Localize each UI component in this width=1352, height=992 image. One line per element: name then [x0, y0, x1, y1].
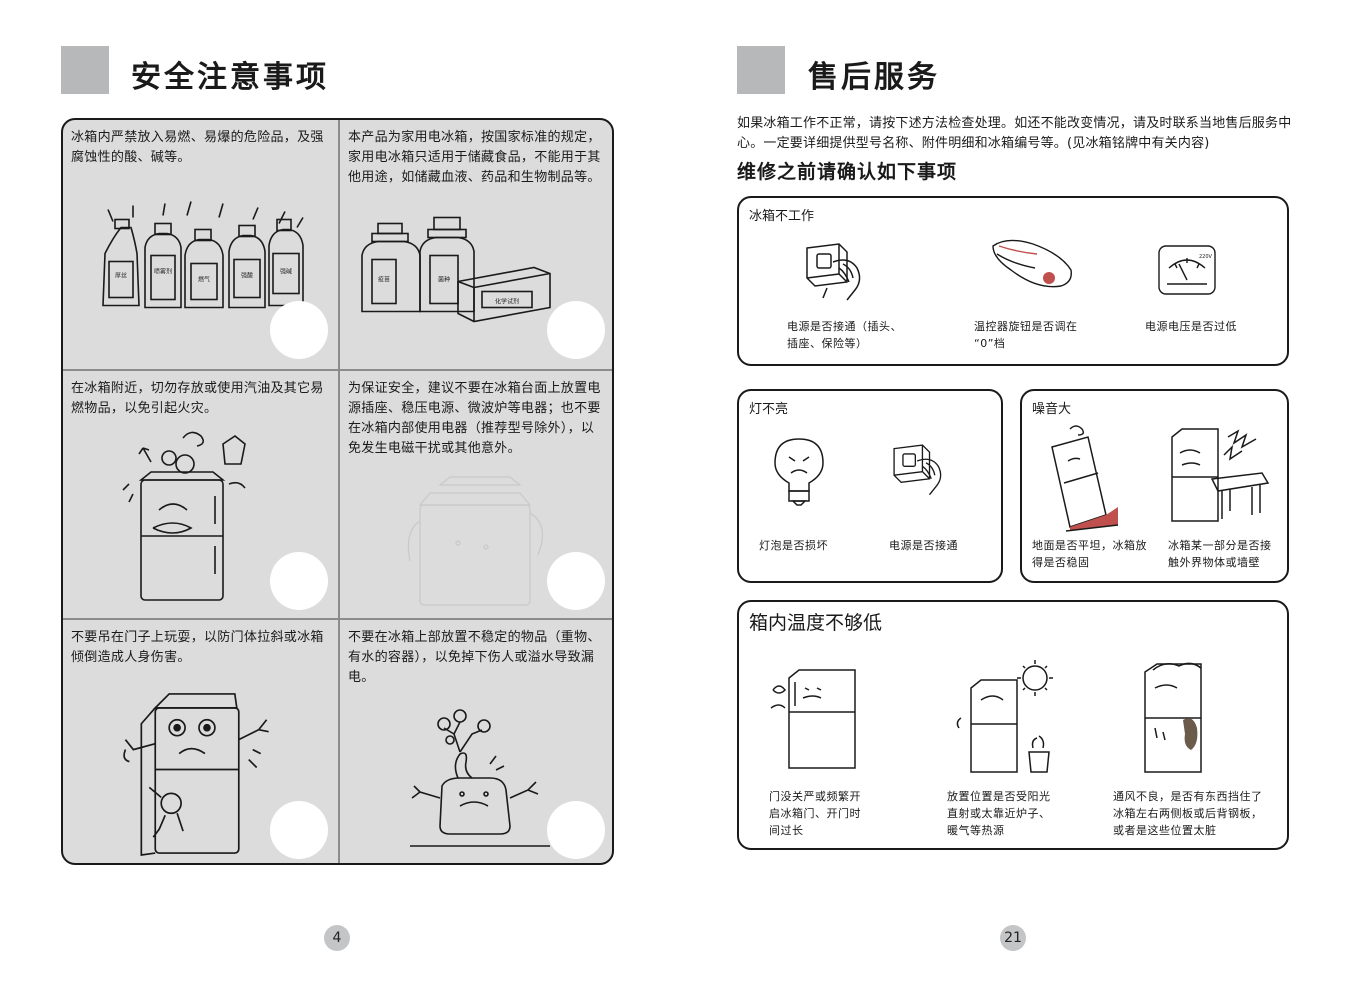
page-title: 安全注意事项 [131, 60, 329, 95]
medical-items-illustration: 疫苗 菌种 化学试剂 [350, 212, 605, 359]
safety-text: 在冰箱附近，切勿存放或使用汽油及其它易燃物品，以免引起火灾。 [71, 381, 324, 416]
voltage-meter-icon: 220V [1157, 244, 1217, 296]
item-caption: 电源是否接通（插头、 插座、保险等） [787, 320, 902, 350]
bottle-label: 喷雾剂 [154, 268, 172, 276]
bottle-label: 强酸 [241, 272, 253, 280]
item-caption: 放置位置是否受阳光 直射或太靠近炉子、 暖气等热源 [947, 790, 1051, 837]
child-door-illustration [73, 680, 328, 859]
grid-divider-horizontal [63, 369, 612, 371]
cell-circle [547, 552, 605, 610]
safety-cell-electrical: 为保证安全，建议不要在冰箱台面上放置电源插座、稳压电源、微波炉等电器；也不要在冰… [340, 371, 612, 620]
page-number: 21 [1000, 925, 1026, 951]
page-number: 4 [324, 925, 350, 951]
safety-cell-unstable-items: 不要在冰箱上部放置不稳定的物品（重物、有水的容器），以免掉下伤人或溢水导致漏电。 [340, 620, 612, 863]
box-not-working: 冰箱不工作 电源是否接通（插头、 插座、保险等） 温控器旋钮是 [737, 196, 1289, 366]
safety-cell-food-only: 本产品为家用电冰箱，按国家标准的规定，家用电冰箱只适用于储藏食品，不能用于其他用… [340, 120, 612, 369]
thermostat-knob-icon [987, 234, 1077, 294]
safety-text: 不要吊在门子上玩耍，以防门体拉斜或冰箱倾倒造成人身伤害。 [71, 630, 324, 665]
dangerous-bottles-illustration: 厚丝 喷雾剂 燃气 强酸 强碱 [73, 196, 328, 359]
fridge-fire-illustration [73, 423, 328, 610]
safety-cell-flammables: 冰箱内严禁放入易燃、易爆的危险品，及强腐蚀性的酸、碱等。 [63, 120, 338, 369]
cell-circle [547, 301, 605, 359]
left-page: 安全注意事项 [61, 46, 329, 95]
open-door-fridge-icon [769, 668, 861, 772]
bottle-label: 燃气 [198, 276, 210, 284]
safety-cell-door-hanging: 不要吊在门子上玩耍，以防门体拉斜或冰箱倾倒造成人身伤害。 [63, 620, 338, 863]
item-caption: 冰箱某一部分是否接 触外界物体或墙壁 [1168, 539, 1272, 569]
cell-circle [270, 301, 328, 359]
safety-text: 本产品为家用电冰箱，按国家标准的规定，家用电冰箱只适用于储藏食品，不能用于其他用… [348, 130, 601, 185]
item-caption: 门没关严或频繁开 启冰箱门、开门时 间过长 [769, 790, 861, 837]
cell-circle [270, 801, 328, 859]
appliance-drawing [407, 476, 544, 606]
box-noise: 噪音大 地面是否平坦，冰箱放 得是否稳固 [1020, 389, 1289, 583]
box-light-off: 灯不亮 灯泡是否损坏 电源是否接通 [737, 389, 1003, 583]
page-title: 售后服务 [808, 60, 940, 95]
box-title: 灯不亮 [749, 402, 789, 417]
safety-cell-fire: 在冰箱附近，切勿存放或使用汽油及其它易燃物品，以免引起火灾。 [63, 371, 338, 620]
box-title: 噪音大 [1032, 402, 1072, 417]
plug-socket-icon [887, 439, 949, 499]
item-caption: 灯泡是否损坏 [759, 539, 828, 552]
box-title: 箱内温度不够低 [749, 612, 883, 634]
bottles-drawing: 厚丝 喷雾剂 燃气 强酸 强碱 [102, 201, 304, 309]
medical-items-drawing: 疫苗 菌种 化学试剂 [361, 216, 551, 323]
title-marker [737, 46, 785, 94]
item-caption: 电源电压是否过低 [1145, 320, 1237, 333]
item-caption: 通风不良，是否有东西挡住了 冰箱左右两侧板或后背钢板， 或者是这些位置太脏 [1113, 790, 1263, 837]
vase-on-fridge-illustration [350, 694, 605, 859]
item-caption: 地面是否平坦，冰箱放 得是否稳固 [1032, 539, 1147, 569]
bottle-label: 疫苗 [378, 276, 390, 284]
lightbulb-icon [769, 435, 829, 507]
grid-divider-horizontal [63, 618, 612, 620]
tilted-fridge-icon [1040, 423, 1120, 533]
fridge-touching-table-icon [1168, 425, 1272, 525]
safety-text: 冰箱内严禁放入易燃、易爆的危险品，及强腐蚀性的酸、碱等。 [71, 130, 324, 165]
meter-scale-label: 220V [1199, 254, 1213, 260]
box-temperature: 箱内温度不够低 门没关严或频繁开 启冰箱门、开门时 间过长 [737, 600, 1289, 850]
blocked-ventilation-fridge-icon [1135, 658, 1215, 778]
vase-drawing [410, 709, 550, 847]
section-subheading: 维修之前请确认如下事项 [737, 161, 958, 183]
grid-divider-vertical [338, 120, 340, 863]
fridge-sun-heat-icon [951, 658, 1063, 778]
cell-circle [270, 552, 328, 610]
title-marker [61, 46, 109, 94]
box-label: 化学试剂 [495, 298, 519, 306]
safety-text: 为保证安全，建议不要在冰箱台面上放置电源插座、稳压电源、微波炉等电器；也不要在冰… [348, 381, 601, 456]
intro-paragraph: 如果冰箱工作不正常，请按下述方法检查处理。如还不能改变情况，请及时联系当地售后服… [737, 116, 1292, 151]
box-title: 冰箱不工作 [749, 209, 815, 224]
bottle-label: 菌种 [438, 276, 450, 284]
fridge-gasoline-drawing [122, 431, 246, 601]
item-caption: 电源是否接通 [889, 539, 958, 552]
item-caption: 温控器旋钮是否调在 “0”档 [974, 320, 1078, 350]
bottle-label: 强碱 [280, 269, 292, 276]
appliance-faint-illustration [350, 465, 605, 610]
bottle-label: 厚丝 [115, 272, 127, 280]
child-hanging-drawing [123, 693, 269, 856]
safety-text: 不要在冰箱上部放置不稳定的物品（重物、有水的容器），以免掉下伤人或溢水导致漏电。 [348, 630, 601, 685]
plug-socket-icon [799, 238, 869, 304]
safety-grid: 冰箱内严禁放入易燃、易爆的危险品，及强腐蚀性的酸、碱等。 [61, 118, 614, 865]
cell-circle [547, 801, 605, 859]
